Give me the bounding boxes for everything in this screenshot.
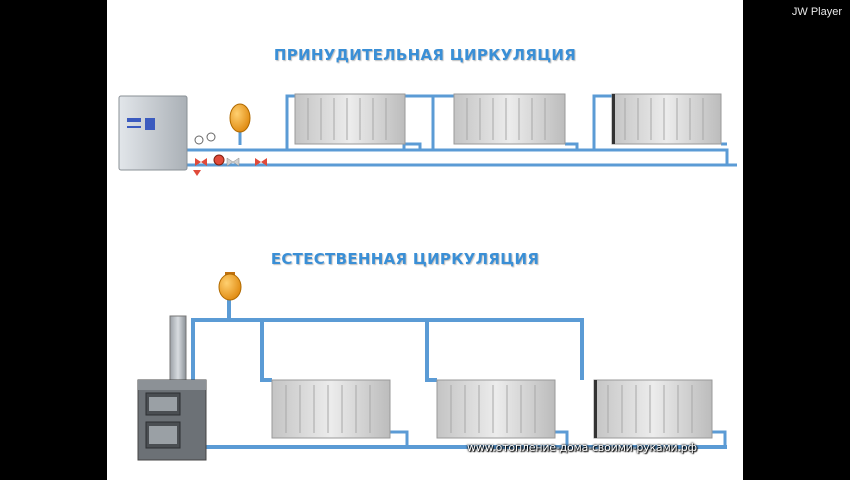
natural-circulation-system [137,272,727,461]
player-brand-label[interactable]: JW Player [791,6,842,18]
radiator-bottom-1 [271,379,391,439]
gravity-pipes [191,300,727,449]
pump-group [193,132,267,176]
watermark-url: www.отопление-дома-своими-руками.рф [467,441,697,454]
radiator-top-2 [453,93,566,145]
expansion-tank-top [229,103,251,133]
expansion-tank-bottom [218,273,242,301]
radiator-top-3 [611,93,722,145]
gas-boiler [118,95,188,171]
chimney [169,315,187,383]
title-forced-circulation: ПРИНУДИТЕЛЬНАЯ ЦИРКУЛЯЦИЯ [273,46,577,64]
radiator-bottom-2 [436,379,556,439]
solid-fuel-boiler [137,379,207,461]
title-natural-circulation: ЕСТЕСТВЕННАЯ ЦИРКУЛЯЦИЯ [270,250,540,268]
supply-pipes [187,94,737,167]
radiator-top-1 [294,93,406,145]
radiator-bottom-3 [593,379,713,439]
forced-circulation-system [118,93,737,176]
video-frame[interactable]: ПРИНУДИТЕЛЬНАЯ ЦИРКУЛЯЦИЯ ЕСТЕСТВЕННАЯ Ц… [107,0,743,480]
heating-diagram [118,93,737,461]
